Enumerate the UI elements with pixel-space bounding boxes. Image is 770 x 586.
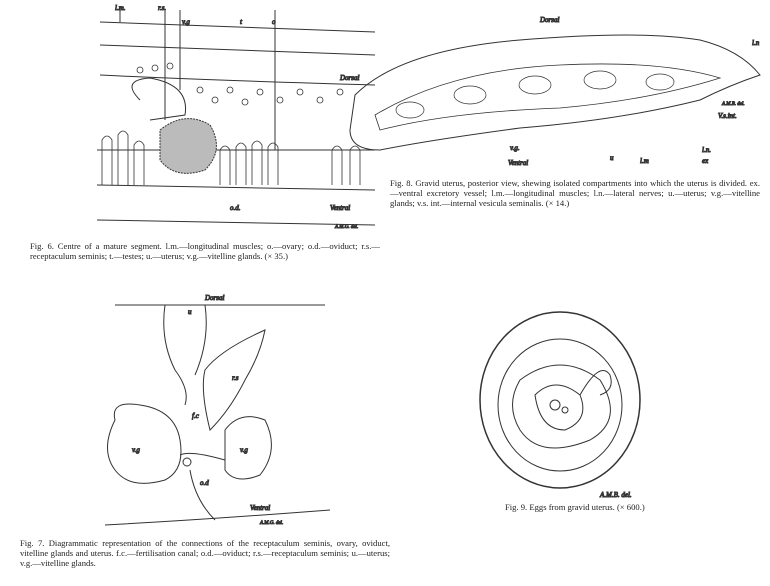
fig8-caption: Fig. 8. Gravid uterus, posterior view, s…	[390, 178, 760, 208]
fig7-drawing	[104, 304, 331, 526]
fig8-label-ventral: Ventral	[508, 159, 528, 167]
fig6-label-dorsal: Dorsal	[339, 74, 360, 82]
fig6-label-lm: l.m.	[115, 4, 126, 12]
fig8-label-ln2: l.n.	[702, 146, 711, 154]
fig6-signature: A.M.G. del.	[334, 225, 358, 230]
fig7-label-rs: r.s	[232, 374, 239, 382]
fig7-label-fc: f.c	[192, 412, 200, 420]
fig6-label-vg: v.g	[182, 18, 190, 26]
fig8-label-u: u	[610, 154, 614, 162]
fig8-label-ex: ex	[702, 157, 709, 165]
fig6-label-rs: r.s.	[158, 4, 166, 12]
fig8-label-vsint: V.s.int.	[718, 112, 737, 120]
fig7-label-u: u	[188, 308, 192, 316]
fig6-caption: Fig. 6. Centre of a mature segment. l.m.…	[30, 241, 380, 261]
fig8-label-lm: l.m	[640, 157, 649, 165]
fig8-signature: A.M.B. del.	[721, 102, 745, 107]
fig6-label-od: o.d.	[230, 204, 241, 212]
fig9-signature: A.M.B. del.	[599, 491, 632, 499]
fig7-label-dorsal: Dorsal	[204, 294, 225, 302]
fig7-label-vg1: v.g	[132, 446, 140, 454]
fig8-label-ln: l.n	[752, 39, 760, 47]
fig6-drawing	[96, 10, 376, 226]
fig7-caption: Fig. 7. Diagrammatic representation of t…	[20, 538, 390, 568]
fig7-signature: A.M.G. del.	[259, 521, 283, 526]
fig7-label-vg2: v.g	[240, 446, 248, 454]
fig8-label-dorsal: Dorsal	[539, 16, 560, 24]
fig6-label-t: t	[240, 18, 243, 26]
fig6-label-ventral: Ventral	[330, 204, 350, 212]
fig8-label-vg: v.g.	[510, 144, 520, 152]
fig8-drawing	[349, 34, 761, 151]
fig7-label-od: o.d	[200, 479, 209, 487]
fig9-drawing	[479, 311, 641, 489]
fig9-caption: Fig. 9. Eggs from gravid uterus. (× 600.…	[505, 502, 645, 512]
fig6-label-o: o	[272, 18, 276, 26]
fig7-label-ventral: Ventral	[250, 504, 270, 512]
